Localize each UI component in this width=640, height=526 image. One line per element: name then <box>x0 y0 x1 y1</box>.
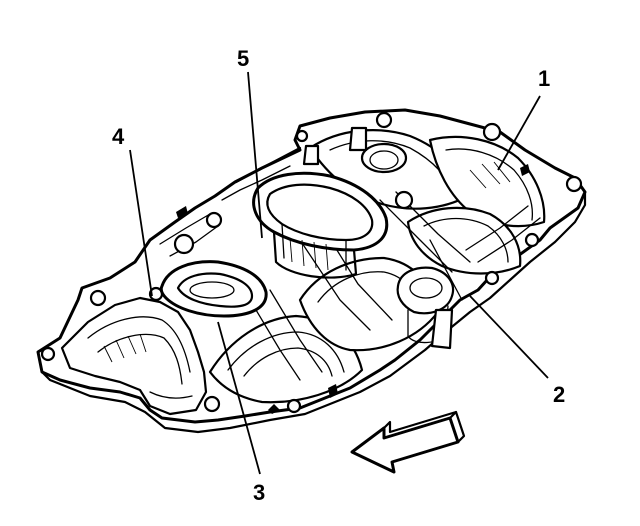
direction-arrow-face <box>350 416 460 474</box>
leader-4 <box>129 149 153 297</box>
callout-4: 4 <box>112 124 125 149</box>
callout-3: 3 <box>253 480 265 505</box>
callout-2: 2 <box>553 382 565 407</box>
leader-2 <box>469 295 549 379</box>
bolt-boss-4 <box>205 211 223 229</box>
right-port-bore <box>396 266 455 344</box>
bolt-boss-2 <box>40 346 56 362</box>
bolt-boss-1 <box>89 289 107 307</box>
bolt-boss-13 <box>295 129 309 143</box>
leader-3 <box>217 321 261 475</box>
leader-1 <box>497 95 541 171</box>
flange-opening-3-inner <box>176 272 254 308</box>
upper-port-bore <box>360 142 408 174</box>
throttle-opening-inner <box>266 183 374 242</box>
shaded-accents <box>176 164 530 414</box>
bolt-boss-6 <box>286 398 302 414</box>
left-runner-hatching <box>103 333 147 363</box>
flange-rim-lower <box>40 190 587 434</box>
bolt-boss-14 <box>484 270 500 286</box>
bolt-boss-8 <box>482 122 502 142</box>
interior-webbing <box>203 191 541 381</box>
leader-lines <box>129 71 549 475</box>
upper-runner-hatching <box>469 161 511 189</box>
leader-5 <box>247 71 263 239</box>
flange-opening-3 <box>159 260 268 318</box>
bolt-boss-11 <box>394 190 414 210</box>
bolt-boss-10 <box>524 232 540 248</box>
bolt-boss-9 <box>565 175 583 193</box>
fittings <box>302 126 454 350</box>
throttle-body-opening <box>252 171 389 279</box>
runner-upper-2 <box>428 135 546 228</box>
plenum-rail-top <box>234 146 302 184</box>
callout-1: 1 <box>538 66 550 91</box>
callout-5: 5 <box>237 46 249 71</box>
bolt-boss-7 <box>375 111 393 129</box>
bolt-boss-5 <box>203 395 221 413</box>
bolt-boss-3 <box>173 233 195 255</box>
bolt-bosses <box>40 111 583 414</box>
flange-opening-3-outer <box>159 260 268 318</box>
intake-manifold <box>36 108 587 434</box>
callouts: 1 2 3 4 5 <box>112 46 565 505</box>
direction-arrow-icon <box>350 410 466 474</box>
runner-mid-right <box>406 206 522 275</box>
